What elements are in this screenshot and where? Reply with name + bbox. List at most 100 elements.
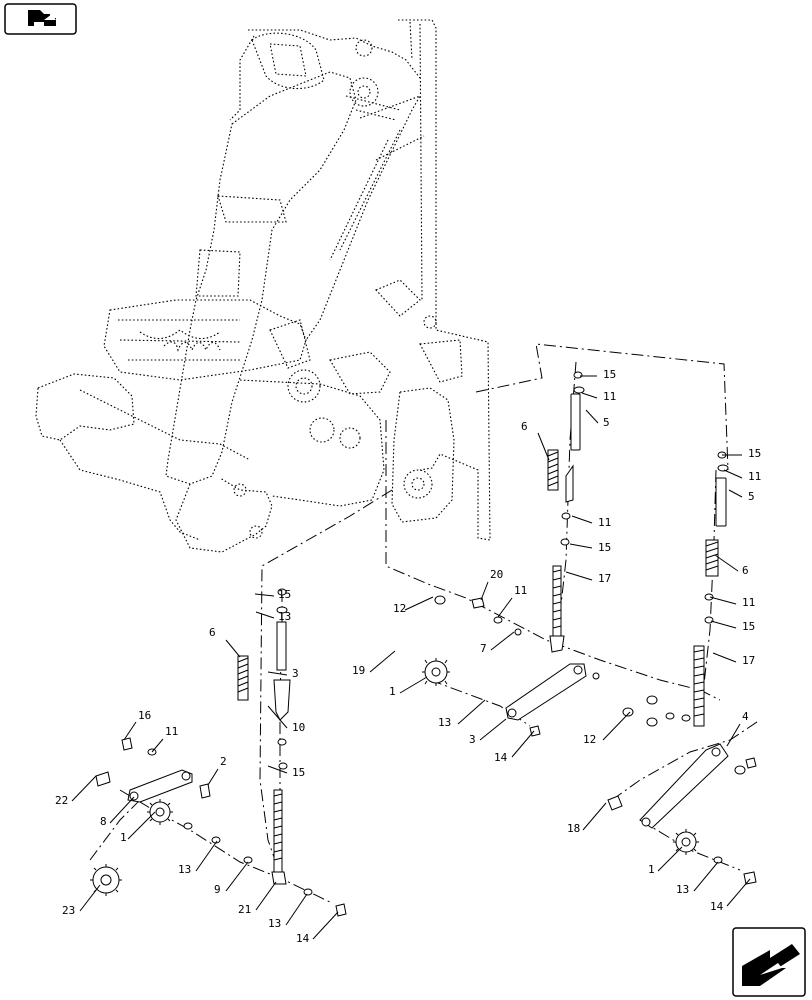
sprocket-center [422, 658, 450, 686]
callout-part-19: 19 [352, 650, 396, 677]
callout-part-22: 22 [55, 775, 97, 807]
callout-part-15: 15 [710, 620, 755, 633]
callout-part-16: 16 [123, 709, 151, 741]
callout-part-11: 11 [723, 469, 761, 483]
leader-line [267, 671, 288, 676]
leader-line [511, 730, 535, 758]
part-number-label: 6 [521, 420, 528, 433]
callout-part-14: 14 [296, 911, 339, 945]
part-number-label: 20 [490, 568, 503, 581]
leader-line [657, 846, 683, 872]
part-number-label: 3 [469, 733, 476, 746]
left-link-arm [95, 737, 347, 917]
leader-line [255, 881, 277, 911]
leader-line [404, 596, 434, 611]
leader-line [255, 611, 275, 619]
leader-line [581, 392, 598, 399]
part-number-label: 11 [748, 470, 761, 483]
sprocket-right [673, 829, 699, 855]
leader-line [480, 581, 489, 601]
part-number-label: 13 [178, 863, 191, 876]
part-number-label: 21 [238, 903, 251, 916]
part-number-label: 11 [514, 584, 527, 597]
callout-part-13: 13 [676, 861, 719, 896]
leader-line [79, 884, 101, 912]
callout-part-12: 12 [393, 596, 434, 615]
next-page-icon[interactable] [732, 927, 806, 997]
callout-part-6: 6 [521, 420, 550, 461]
leader-line [479, 718, 507, 741]
part-number-label: 17 [742, 654, 755, 667]
leader-line [267, 705, 288, 729]
callout-part-14: 14 [494, 730, 535, 764]
callout-part-13: 13 [178, 840, 218, 876]
leader-line [195, 840, 218, 872]
callout-part-11: 11 [571, 515, 611, 529]
part-number-label: 13 [268, 917, 281, 930]
part-number-label: 4 [742, 710, 749, 723]
leader-line [585, 409, 599, 424]
leader-line [726, 723, 741, 747]
leader-line [726, 878, 751, 907]
part-number-label: 9 [214, 883, 221, 896]
part-number-label: 11 [598, 516, 611, 529]
part-number-label: 22 [55, 794, 68, 807]
part-number-label: 5 [603, 416, 610, 429]
leader-line [109, 796, 135, 824]
leader-line [712, 652, 737, 663]
part-number-label: 13 [438, 716, 451, 729]
part-number-label: 16 [138, 709, 151, 722]
callout-part-13: 13 [438, 699, 486, 729]
baler-frame-assembly [35, 19, 491, 553]
part-number-label: 3 [292, 667, 299, 680]
part-number-label: 5 [748, 490, 755, 503]
sprocket-lower-left [90, 864, 122, 896]
callout-part-15: 15 [254, 588, 291, 601]
callout-part-4: 4 [726, 710, 749, 747]
part-number-label: 13 [676, 883, 689, 896]
leader-line [490, 631, 515, 651]
callout-part-11: 11 [497, 584, 527, 618]
callout-part-18: 18 [567, 802, 607, 835]
leader-line [602, 711, 631, 741]
callout-part-1: 1 [120, 811, 156, 844]
leader-line [565, 571, 593, 581]
part-number-label: 14 [494, 751, 508, 764]
part-labels: 1511561511511151762012111115131567191731… [55, 368, 761, 945]
part-number-label: 11 [603, 390, 616, 403]
callout-part-9: 9 [214, 861, 249, 896]
part-number-label: 19 [352, 664, 365, 677]
part-number-label: 15 [278, 588, 291, 601]
leader-line [225, 861, 249, 892]
leader-line [571, 515, 593, 524]
callout-part-11: 11 [581, 390, 616, 403]
leader-line [254, 593, 275, 597]
leader-line [537, 432, 550, 461]
part-number-label: 15 [748, 447, 761, 460]
part-number-label: 1 [389, 685, 396, 698]
part-number-label: 12 [583, 733, 596, 746]
part-number-label: 8 [100, 815, 107, 828]
callout-part-23: 23 [62, 884, 101, 917]
part-number-label: 1 [648, 863, 655, 876]
right-link-arm [607, 695, 757, 885]
callout-part-14: 14 [710, 878, 751, 913]
leader-line [207, 768, 219, 786]
leader-line [267, 765, 288, 774]
callout-part-15: 15 [580, 368, 616, 381]
leader-line [369, 650, 396, 673]
right-spring-assembly [547, 371, 585, 653]
leader-line [312, 911, 339, 940]
left-spring-assembly [237, 588, 291, 885]
previous-page-icon[interactable] [4, 3, 77, 35]
callout-part-13: 13 [268, 893, 308, 930]
part-number-label: 13 [278, 610, 291, 623]
part-number-label: 10 [292, 721, 305, 734]
part-number-label: 7 [480, 642, 487, 655]
callout-part-5: 5 [728, 489, 755, 503]
callout-part-15: 15 [569, 541, 611, 554]
callout-part-11: 11 [709, 596, 755, 609]
callout-part-3: 3 [469, 718, 507, 746]
part-number-label: 15 [603, 368, 616, 381]
leader-line [285, 893, 308, 926]
